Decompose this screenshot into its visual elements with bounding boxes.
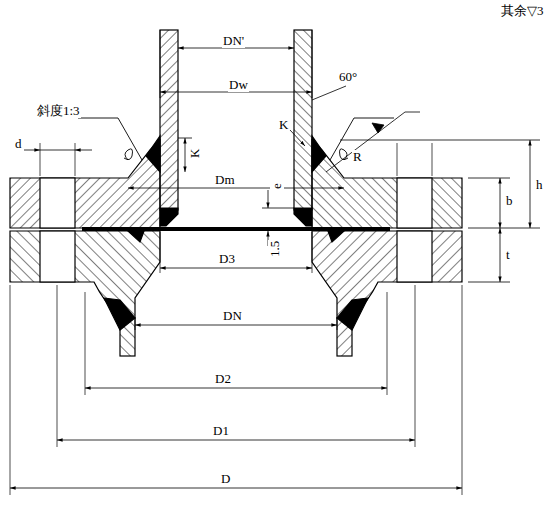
drawing-stroke bbox=[372, 123, 384, 133]
drawing-stroke bbox=[128, 188, 344, 189]
dimension-label: K bbox=[278, 118, 289, 132]
flange-half bbox=[10, 30, 178, 495]
dimension-label: K bbox=[188, 148, 202, 159]
note: 其余▽3 bbox=[500, 4, 545, 18]
slope-label: 斜度1:3 bbox=[36, 104, 81, 118]
drawing-stroke bbox=[10, 488, 462, 489]
angle-label: 60° bbox=[338, 70, 358, 84]
dimension-label: t bbox=[505, 248, 511, 262]
dimension-label: h bbox=[535, 178, 544, 192]
drawing-stroke bbox=[135, 325, 337, 326]
weld bbox=[146, 136, 160, 172]
dimension-lines bbox=[10, 48, 540, 488]
leader-line bbox=[78, 118, 142, 160]
extension-line bbox=[40, 143, 41, 176]
drawing-stroke bbox=[312, 86, 346, 100]
extension-line bbox=[135, 318, 136, 330]
dimension-label: b bbox=[505, 194, 514, 208]
drawing-stroke bbox=[24, 150, 40, 151]
drawing-stroke bbox=[468, 228, 540, 229]
upper-flange bbox=[10, 140, 160, 228]
weld bbox=[160, 208, 178, 226]
weld bbox=[128, 231, 144, 242]
bolt-hole bbox=[40, 231, 75, 282]
gasket bbox=[82, 227, 390, 231]
weld-mark bbox=[124, 149, 133, 160]
drawing-stroke bbox=[178, 138, 192, 139]
extension-line bbox=[160, 30, 161, 98]
bolt-hole bbox=[40, 178, 75, 228]
extension-line bbox=[85, 292, 86, 395]
drawing-stroke bbox=[40, 150, 75, 151]
dimension-label: DN bbox=[222, 309, 243, 323]
radius-label: R bbox=[352, 150, 363, 164]
dimension-label: DN' bbox=[222, 34, 245, 48]
weld bbox=[104, 298, 135, 330]
drawing-stroke bbox=[85, 388, 387, 389]
dimension-label: d bbox=[14, 137, 23, 151]
drawing-stroke bbox=[185, 138, 186, 172]
extension-line bbox=[160, 232, 161, 273]
dimension-label: e bbox=[270, 182, 284, 190]
dimension-label: 1.5 bbox=[268, 240, 282, 258]
drawing-stroke bbox=[340, 140, 540, 141]
dimension-label: D3 bbox=[218, 252, 236, 266]
pipe-wall bbox=[160, 30, 178, 210]
drawing-stroke bbox=[500, 178, 501, 228]
drawing-stroke bbox=[326, 112, 420, 172]
drawing-stroke bbox=[262, 208, 294, 209]
extension-line bbox=[57, 285, 58, 447]
drawing-stroke bbox=[294, 30, 462, 495]
dimension-label: D1 bbox=[212, 424, 230, 438]
dimension-label: D bbox=[220, 472, 231, 486]
drawing-stroke bbox=[290, 130, 305, 146]
drawing-stroke bbox=[160, 268, 312, 269]
extension-line bbox=[10, 285, 11, 495]
dimension-label: Dw bbox=[228, 78, 249, 92]
drawing-stroke bbox=[75, 150, 92, 151]
drawing-stroke bbox=[57, 440, 415, 441]
drawing-stroke bbox=[468, 282, 510, 283]
drawing-stroke bbox=[500, 228, 501, 282]
extension-line bbox=[75, 143, 76, 176]
dimension-label: D2 bbox=[214, 372, 232, 386]
drawing-stroke bbox=[268, 190, 269, 208]
drawing-stroke bbox=[530, 140, 531, 228]
dimension-label: Dm bbox=[214, 173, 236, 187]
drawing-stroke bbox=[468, 178, 510, 179]
